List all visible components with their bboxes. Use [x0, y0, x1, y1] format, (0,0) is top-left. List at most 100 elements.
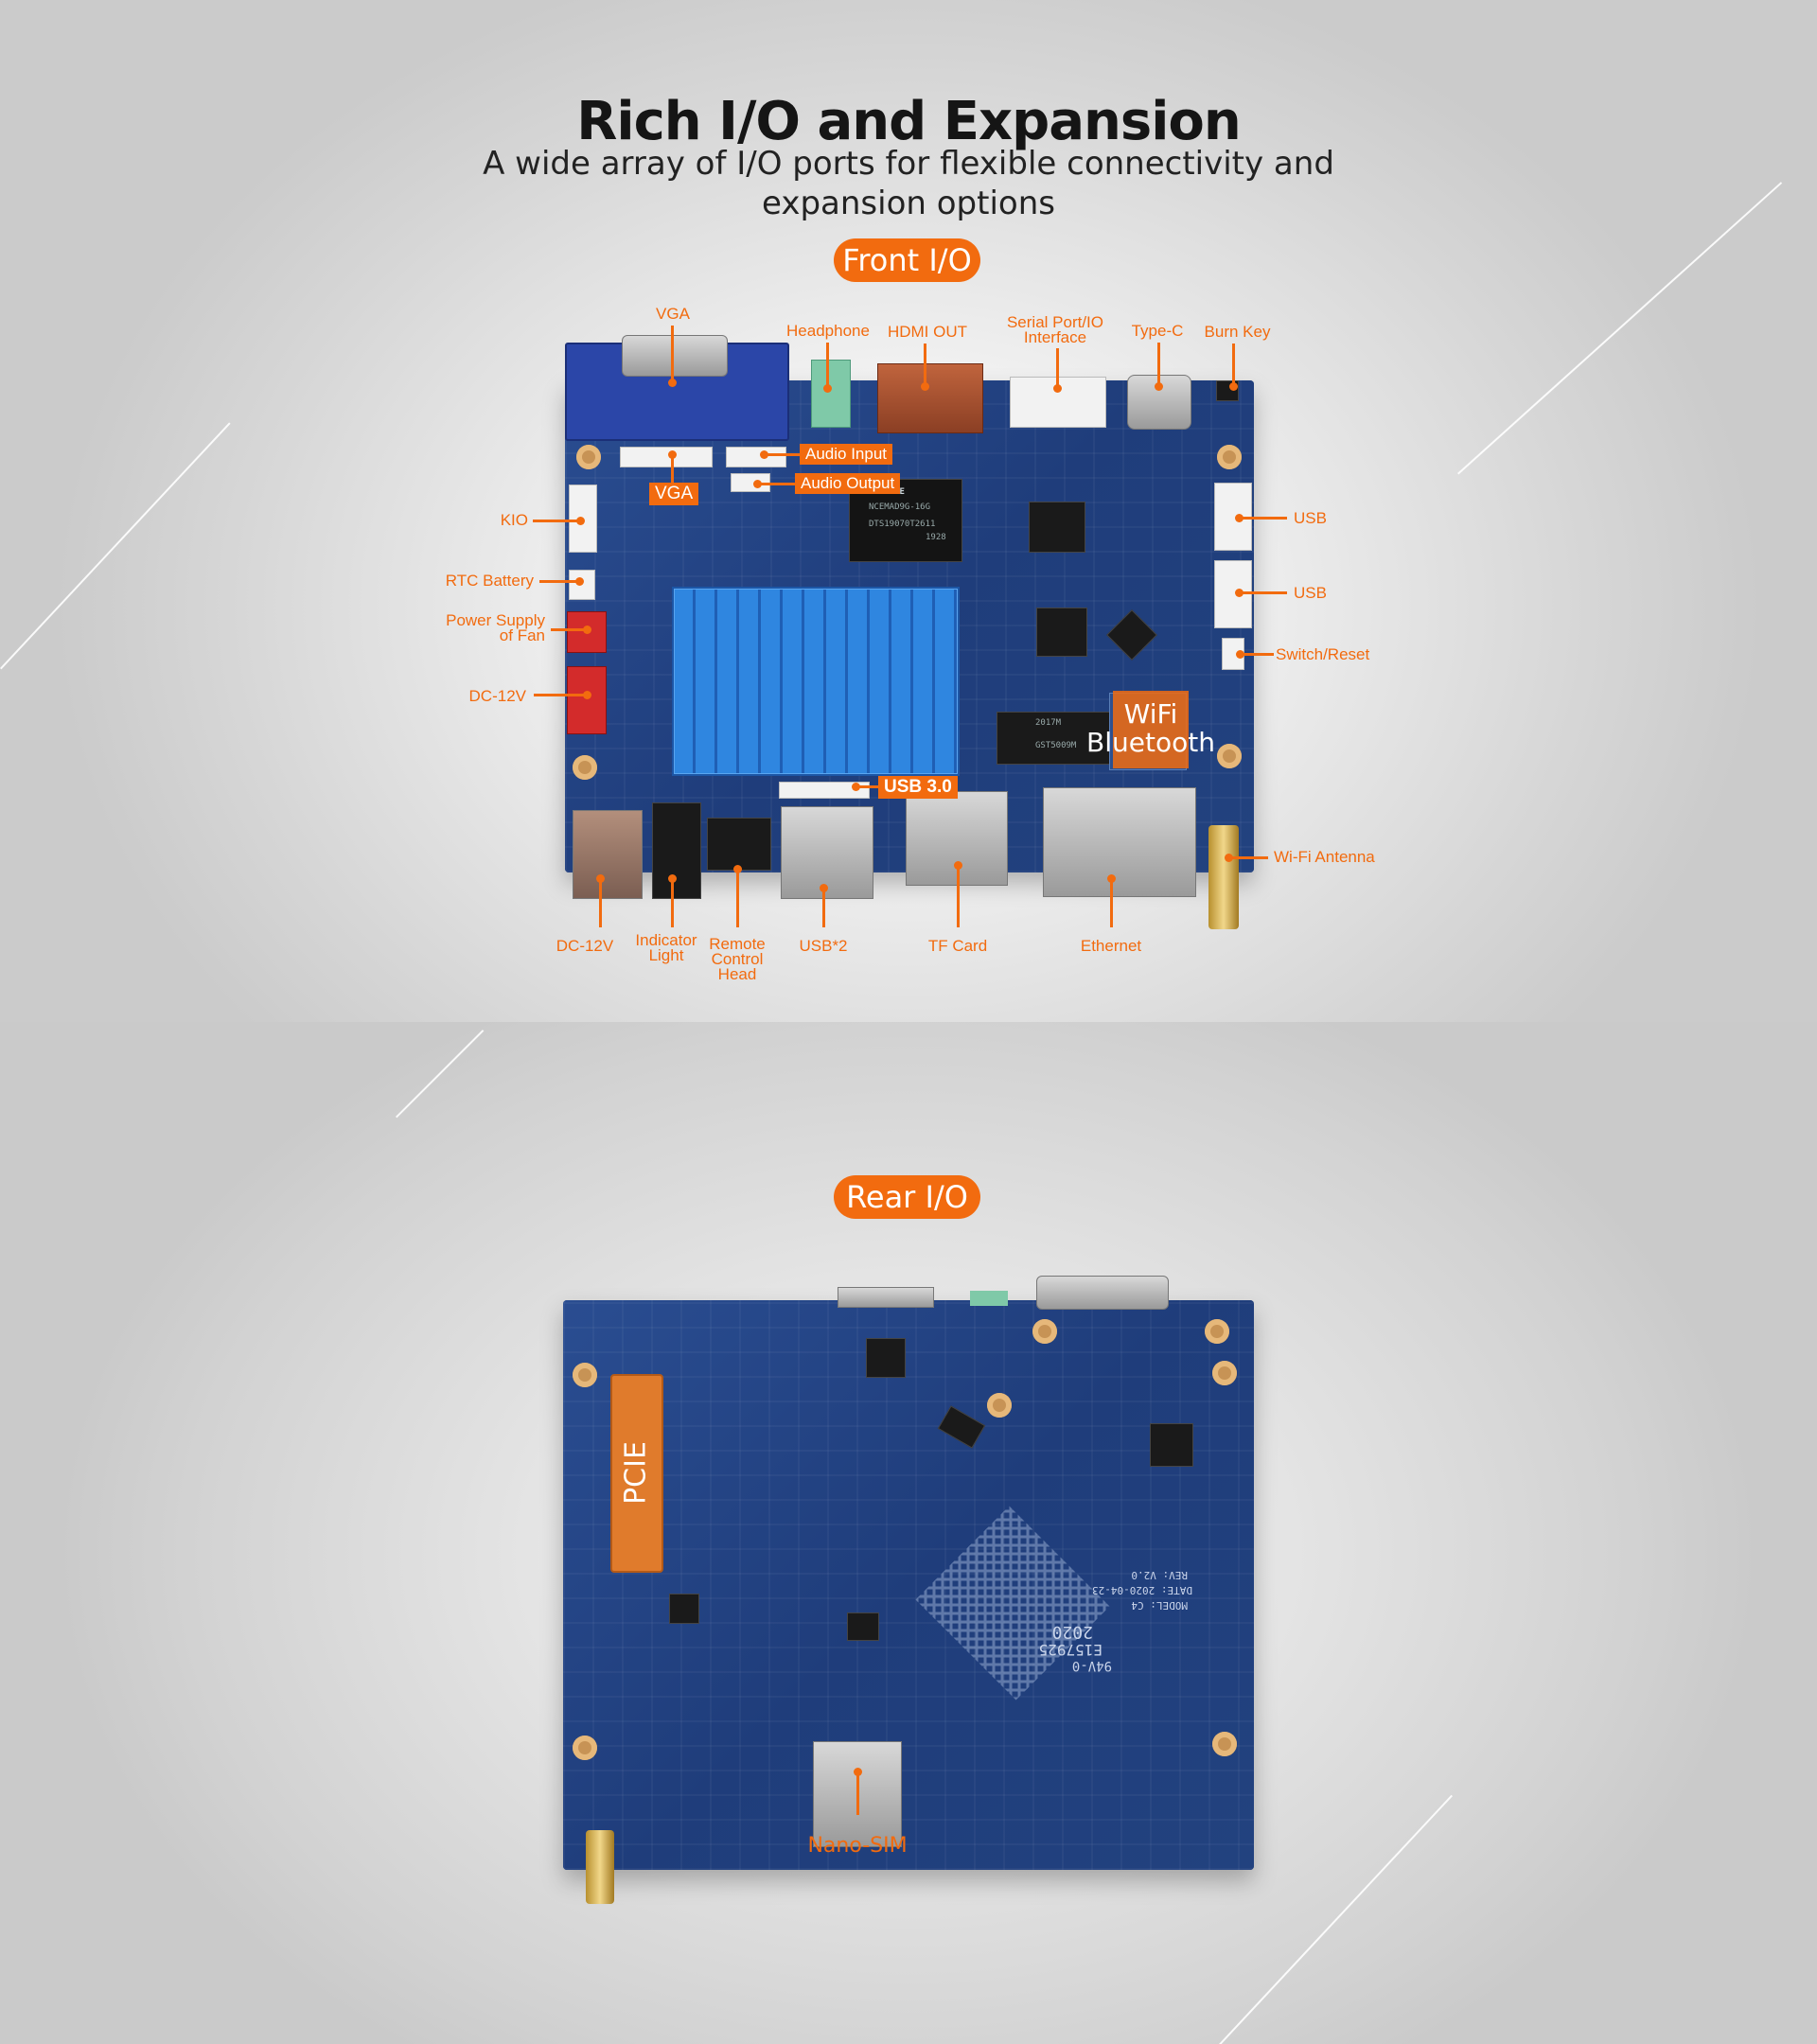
dc12v-left-dot — [583, 691, 591, 699]
tf-card-line — [957, 865, 960, 927]
usb30-tag: USB 3.0 — [878, 776, 958, 799]
vga-rear — [1036, 1276, 1169, 1310]
mount-hole — [573, 755, 597, 780]
bluetooth-label: Bluetooth — [1086, 727, 1215, 758]
usb-header-2 — [1214, 560, 1252, 628]
ethernet-line — [1110, 878, 1113, 927]
type-c-label: Type-C — [1131, 322, 1184, 340]
antenna-rear — [586, 1830, 614, 1904]
mount-hole — [576, 445, 601, 469]
vga-top-line — [671, 326, 674, 382]
chip-text: 1928 — [926, 533, 946, 542]
board-text-rev: REV: V2.0 — [1131, 1569, 1188, 1581]
ic-chip — [847, 1612, 879, 1641]
usb-x2-line — [822, 888, 825, 927]
switch-reset-line — [1240, 653, 1274, 656]
pcie-slot — [610, 1374, 663, 1573]
wifi-antenna-line — [1228, 856, 1268, 859]
dc12v-bottom-label: DC-12V — [556, 937, 614, 955]
front-io-pill: Front I/O — [834, 238, 980, 282]
usb1-dot — [1235, 514, 1244, 522]
mount-hole — [1212, 1732, 1237, 1756]
rear-board: PCIE DATE: 2020-04-23 REV: V2.0 MODEL: C… — [563, 1276, 1254, 1904]
headphone-dot — [823, 384, 832, 393]
wifi-antenna-connector — [1208, 825, 1239, 929]
hdmi-connector — [877, 363, 983, 433]
chip-text: DTS19070T2611 — [869, 520, 936, 529]
power-fan-line — [551, 628, 587, 631]
rtc-battery-line — [539, 580, 579, 583]
dc-header-connector — [567, 666, 607, 734]
burn-key-dot — [1229, 382, 1238, 391]
usb2-label: USB — [1294, 584, 1327, 602]
mount-hole — [573, 1363, 597, 1387]
serial-line — [1056, 348, 1059, 388]
rtc-battery-dot — [575, 577, 584, 586]
dc-jack — [573, 810, 643, 899]
audio-input-tag: Audio Input — [800, 444, 893, 465]
mount-hole — [1217, 744, 1242, 768]
audio-input-line — [765, 453, 801, 456]
remote-control-head — [707, 818, 771, 871]
headphone-jack — [811, 360, 851, 428]
nano-sim-label: Nano-SIM — [807, 1834, 908, 1858]
hdmi-out-dot — [921, 382, 929, 391]
mount-hole — [1212, 1361, 1237, 1385]
board-text-rating: 94V-0 — [1071, 1658, 1112, 1673]
power-fan-dot — [583, 626, 591, 634]
headphone-label: Headphone — [786, 322, 870, 340]
vga-top-dot — [668, 379, 677, 387]
type-c-line — [1157, 343, 1160, 386]
usb2-dot — [1235, 589, 1244, 597]
ic-chip — [1029, 502, 1085, 553]
power-fan-label: Power Supply of Fan — [446, 611, 545, 644]
mount-hole — [1032, 1319, 1057, 1344]
audio-input-dot — [760, 450, 768, 459]
hdmi-rear — [838, 1287, 934, 1308]
tf-card-label: TF Card — [927, 937, 988, 955]
decor-line — [0, 422, 231, 670]
burn-key-line — [1232, 344, 1235, 385]
usb-x2-label: USB*2 — [799, 937, 848, 955]
remote-control-line — [736, 869, 739, 927]
vga-tag: VGA — [649, 483, 699, 505]
page-title: Rich I/O and Expansion — [576, 90, 1242, 152]
chip-text: GST5009M — [1035, 741, 1077, 750]
decor-line — [1219, 1794, 1453, 2044]
ic-chip — [1150, 1423, 1193, 1467]
ethernet-label: Ethernet — [1080, 937, 1142, 955]
wifi-bluetooth-box — [1113, 691, 1189, 768]
ic-chip — [1036, 608, 1087, 657]
audio-output-line — [757, 483, 797, 485]
usb1-line — [1240, 517, 1287, 520]
rear-io-pill: Rear I/O — [834, 1175, 980, 1219]
kio-dot — [576, 517, 585, 525]
wifi-antenna-label: Wi-Fi Antenna — [1274, 848, 1375, 866]
serial-dot — [1053, 384, 1062, 393]
wifi-label: WiFi — [1123, 698, 1178, 730]
hdmi-out-line — [924, 344, 926, 386]
remote-control-label: Remote Control Head — [709, 935, 766, 983]
ic-chip — [866, 1338, 906, 1378]
switch-reset-connector — [1222, 638, 1244, 670]
board-text-year: 2020 — [1051, 1622, 1093, 1642]
vga-top-label: VGA — [656, 305, 690, 323]
nano-sim-line — [856, 1771, 859, 1815]
ic-chip — [669, 1594, 699, 1624]
type-c-dot — [1155, 382, 1163, 391]
indicator-light-label: Indicator Light — [635, 931, 697, 964]
page-subtitle: A wide array of I/O ports for flexible c… — [483, 145, 1334, 222]
switch-reset-label: Switch/Reset — [1276, 645, 1370, 663]
decor-line — [1457, 182, 1783, 475]
usb30-line — [856, 785, 880, 788]
audio-output-tag: Audio Output — [795, 473, 901, 494]
rtc-battery-label: RTC Battery — [445, 572, 534, 590]
usb2-line — [1240, 591, 1287, 594]
indicator-light-housing — [652, 802, 701, 899]
burn-key-label: Burn Key — [1204, 323, 1271, 341]
vga-line — [671, 454, 674, 483]
mount-hole — [987, 1393, 1012, 1418]
rear-io-section: Rear I/O PCIE DATE: 2020-04-23 REV: V2.0… — [0, 1022, 1817, 2044]
mount-hole — [1217, 445, 1242, 469]
kio-line — [533, 520, 580, 522]
